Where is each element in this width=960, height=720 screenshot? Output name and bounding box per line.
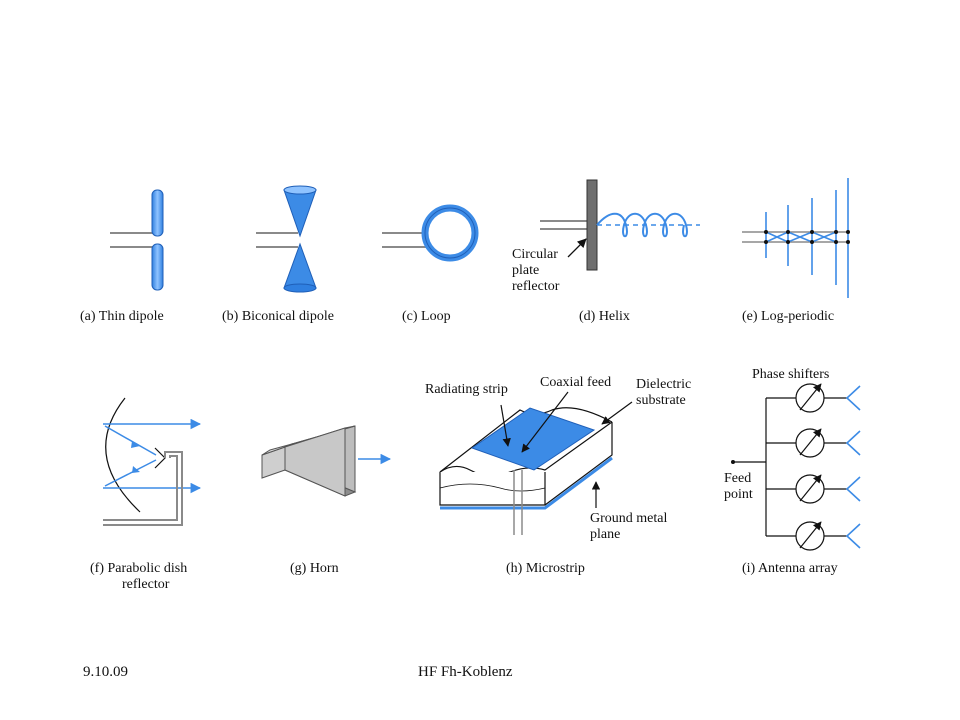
caption-biconical-dipole: (b) Biconical dipole [222,309,334,324]
caption-parabolic-dish: (f) Parabolic dish [90,561,187,576]
label-radiating-strip: Radiating strip [425,382,508,397]
footer-date: 9.10.09 [83,664,128,680]
helix-antenna [540,179,700,271]
caption-horn: (g) Horn [290,561,339,576]
caption-antenna-array: (i) Antenna array [742,561,838,576]
label-reflector: reflector [512,279,560,294]
label-substrate: substrate [636,393,686,408]
caption-thin-dipole: (a) Thin dipole [80,309,164,324]
biconical-dipole-antenna [256,185,317,293]
label-ground-metal: Ground metal [590,511,667,526]
caption-loop: (c) Loop [402,309,451,324]
label-point: point [724,487,753,502]
label-plate: plate [512,263,539,278]
footer-organization: HF Fh-Koblenz [418,664,513,680]
label-dielectric: Dielectric [636,377,691,392]
thin-dipole-antenna [110,189,164,291]
microstrip-antenna [439,391,633,535]
label-coaxial-feed: Coaxial feed [540,375,611,390]
parabolic-dish-antenna [103,397,202,526]
label-feed: Feed [724,471,751,486]
loop-antenna [382,204,479,262]
log-periodic-antenna [742,178,850,298]
caption-parabolic-dish-2: reflector [122,577,170,592]
caption-helix: (d) Helix [579,309,630,324]
label-plane: plane [590,527,620,542]
horn-antenna [261,425,392,497]
label-circular: Circular [512,247,558,262]
antenna-array [731,383,861,551]
caption-log-periodic: (e) Log-periodic [742,309,834,324]
label-phase-shifters: Phase shifters [752,367,829,382]
caption-microstrip: (h) Microstrip [506,561,585,576]
